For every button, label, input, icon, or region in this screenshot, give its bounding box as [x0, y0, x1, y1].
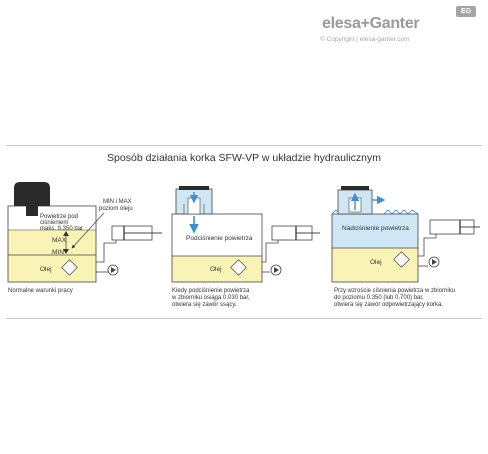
caption-2-line-2: w zbiorniku osiąga 0.030 bar,: [171, 295, 250, 301]
supply-pipe: [418, 234, 437, 257]
oil-label: Olej: [370, 259, 382, 266]
brand-copyright: © Copyright | elesa-ganter.com: [320, 36, 410, 43]
cap-top: [179, 186, 209, 190]
panel-overpressure: Nadciśnienie powietrza Olej Przy wzrości…: [331, 186, 480, 308]
oil-fill: [8, 230, 96, 282]
max-label: MAX: [52, 237, 67, 244]
breather-cap: [14, 182, 50, 206]
air-space: [332, 214, 418, 248]
callout-line-1: MIN i MAX: [103, 199, 132, 205]
pump-arrow: [111, 267, 116, 273]
panel-vacuum: Podciśnienie powietrza Olej Kiedy podciś…: [171, 186, 320, 308]
cap-top: [341, 186, 369, 190]
tank-outline: [171, 213, 263, 283]
air-label-line-2: ciśnieniem: [40, 220, 68, 226]
top-rule: [6, 145, 482, 146]
vacuum-label: Podciśnienie powietrza: [186, 235, 253, 242]
air-space: [172, 214, 262, 256]
supply-pipe: [96, 240, 117, 263]
oil-label: Olej: [210, 266, 222, 273]
bottom-rule: [6, 318, 482, 319]
brand-badge: EG: [456, 6, 476, 17]
tank-outline: [7, 205, 97, 283]
caption-3-line-2: do poziomu 0.350 (lub 0.700) bar,: [334, 295, 424, 301]
air-label-line-3: maks. 0.350 bar: [40, 226, 83, 232]
filter-symbol: [230, 259, 247, 276]
overpressure-label: Nadciśnienie powietrza: [342, 225, 409, 232]
filter-symbol: [61, 259, 78, 276]
brand-logo: elesa+Ganter © Copyright | elesa-ganter.…: [318, 6, 478, 48]
min-label: MIN: [52, 249, 64, 256]
oil-label: Olej: [40, 266, 52, 273]
caption-3-line-3: otwiera się zawór odpowietrzający korka.: [334, 302, 443, 308]
filter-symbol: [393, 251, 410, 268]
supply-pipe: [262, 240, 279, 263]
level-arrow-down: [63, 249, 69, 254]
caption-1: Normalne warunki pracy: [8, 288, 73, 294]
caption-2-line-1: Kiedy podciśnienie powietrza: [172, 288, 250, 294]
caption-3-line-1: Przy wzroście ciśnienia powietrza w zbio…: [334, 288, 455, 294]
pump-arrow: [274, 267, 279, 273]
callout-pointer: [71, 212, 105, 249]
level-arrow-up: [63, 231, 69, 236]
cap-stem: [26, 206, 38, 216]
brand-name: elesa+Ganter: [322, 15, 420, 32]
panel-normal-operation: Powietrze pod ciśnieniem maks. 0.350 bar…: [7, 182, 162, 294]
oil-fill: [172, 256, 262, 282]
caption-2-line-3: otwiera się zawór ssący.: [172, 302, 237, 308]
callout-line-2: poziom oleju: [99, 206, 133, 212]
pump-arrow: [432, 259, 437, 265]
diagram-title: Sposób działania korka SFW-VP w układzie…: [107, 152, 381, 164]
air-label-line-1: Powietrze pod: [40, 214, 78, 220]
